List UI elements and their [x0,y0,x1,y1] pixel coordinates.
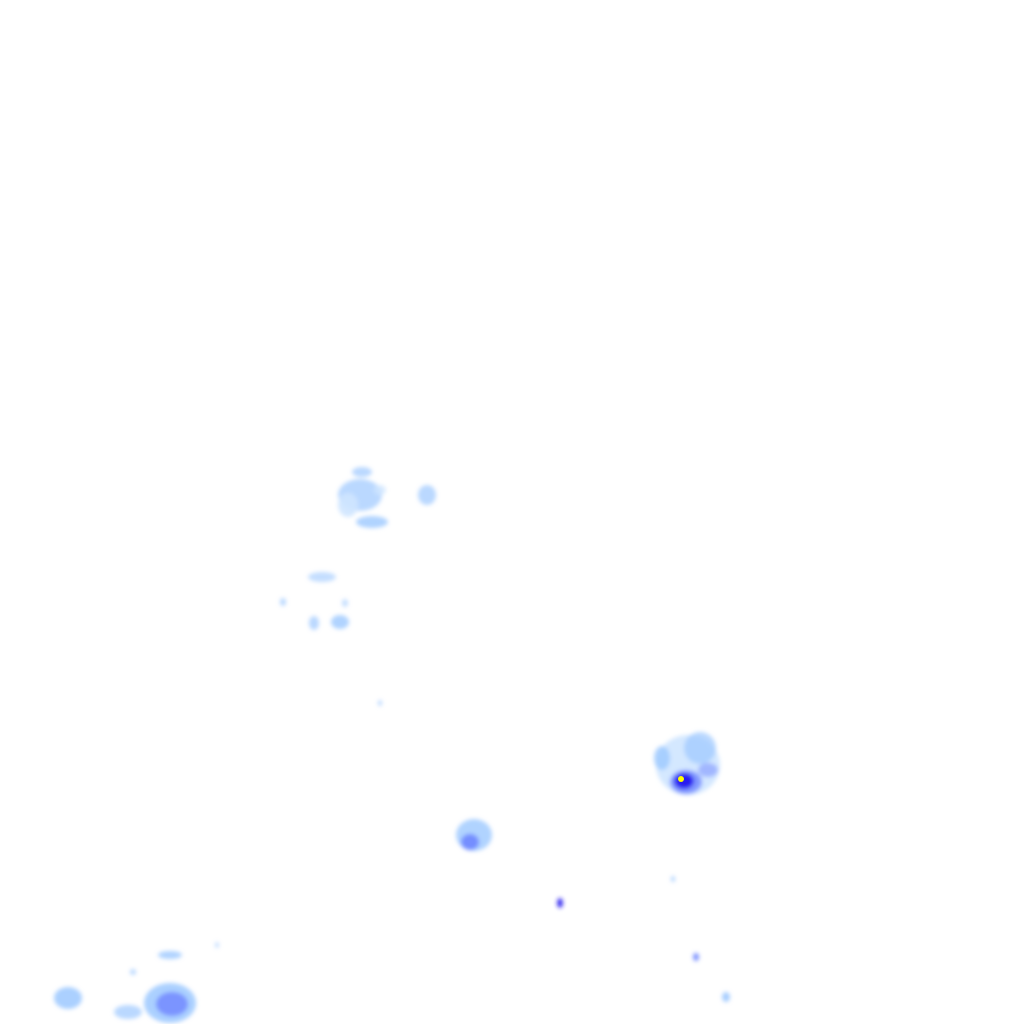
precipitation-cell-light [356,516,388,528]
precipitation-cell-light [654,746,670,770]
precipitation-cell-light [280,598,286,606]
precipitation-cell-light [215,942,219,948]
precipitation-cell-light [671,876,675,882]
precipitation-cell-light [308,572,336,582]
precipitation-cell-light [54,987,82,1009]
precipitation-cell-intense [678,776,684,782]
precipitation-cell-moderate [461,834,479,850]
precipitation-cell-heavy [674,773,694,789]
precipitation-cell-light [722,992,730,1002]
precipitation-cell-light [418,485,436,505]
precipitation-cell-moderate [693,953,699,961]
precipitation-cell-very-light [374,485,386,495]
precipitation-cell-moderate [156,992,188,1016]
precipitation-cell-light [352,467,372,477]
precipitation-cell-light [342,599,348,607]
precipitation-cell-light [130,969,136,975]
precipitation-cell-moderate [698,763,718,777]
precipitation-cell-light [378,700,382,706]
precipitation-cell-heavy [557,898,563,908]
precipitation-cell-very-light [338,493,358,517]
precipitation-cell-light [684,732,716,764]
precipitation-cell-light [158,951,182,959]
precipitation-cell-light [309,616,319,630]
precipitation-cell-light [114,1005,142,1019]
precipitation-cell-light [331,615,349,629]
